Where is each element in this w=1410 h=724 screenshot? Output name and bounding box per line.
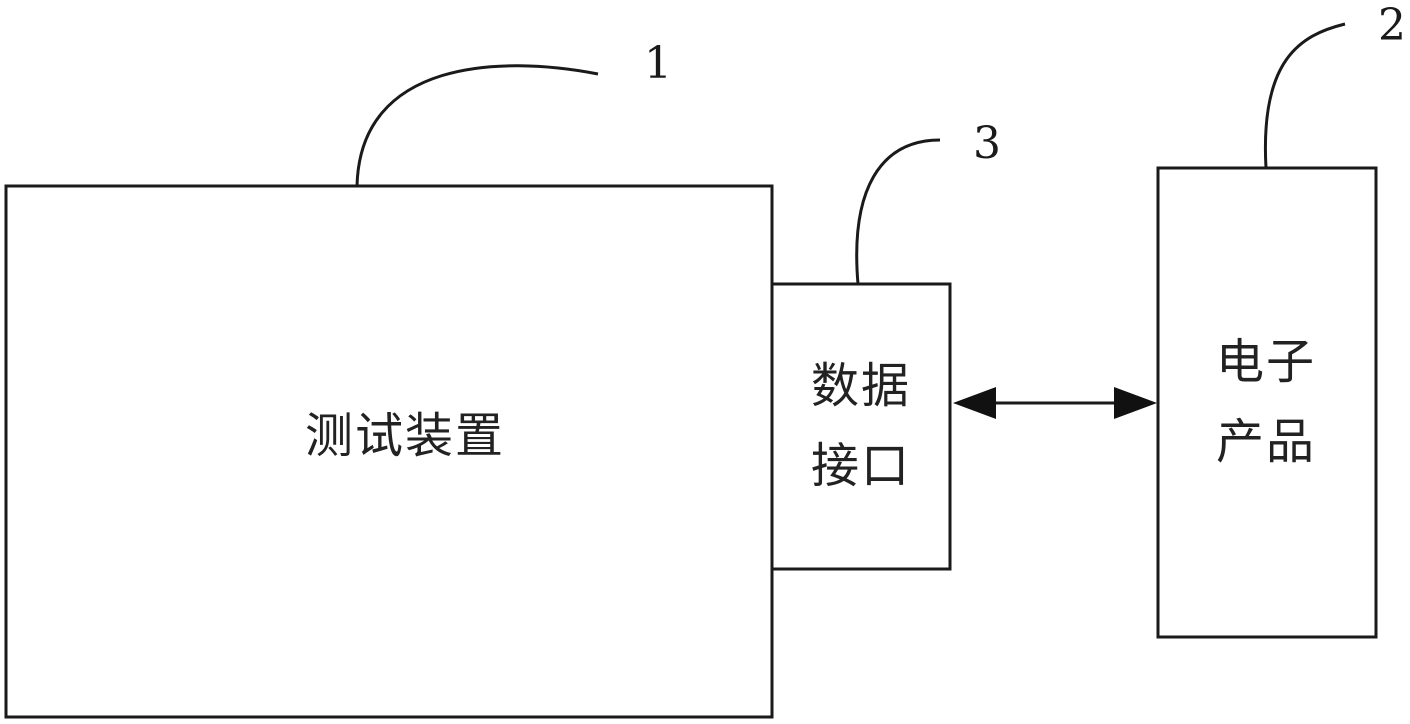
electronic-product-label-line-1: 电子 — [1216, 334, 1316, 390]
leader-line-3 — [857, 140, 940, 284]
data-interface-label-line-2: 接口 — [811, 438, 911, 494]
arrow-right-head — [1114, 387, 1157, 419]
leader-line-1 — [357, 66, 598, 186]
electronic-product-box — [1158, 168, 1376, 637]
test-device-node: 测试装置 — [6, 186, 772, 717]
leader-line-2 — [1265, 24, 1345, 168]
ref-number-3: 3 — [973, 118, 1001, 169]
data-interface-label-line-1: 数据 — [811, 358, 911, 414]
electronic-product-node: 电子 产品 — [1158, 168, 1376, 637]
ref-number-2: 2 — [1378, 0, 1406, 51]
data-interface-node: 数据 接口 — [772, 284, 950, 569]
test-device-label: 测试装置 — [305, 408, 505, 464]
arrow-left-head — [953, 387, 996, 419]
ref-number-1: 1 — [644, 38, 672, 89]
bidirectional-connector — [953, 387, 1157, 419]
electronic-product-label-line-2: 产品 — [1216, 414, 1316, 470]
data-interface-box — [772, 284, 950, 569]
